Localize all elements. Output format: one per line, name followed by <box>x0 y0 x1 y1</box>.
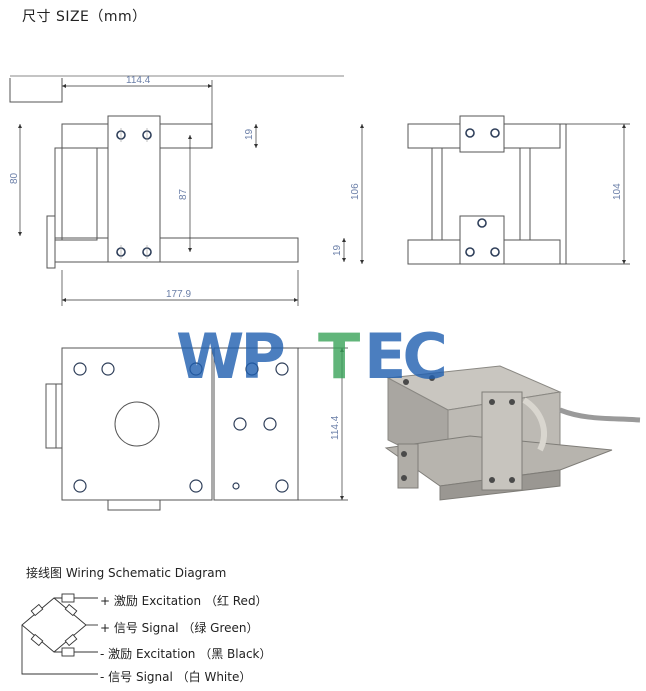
dim-side-104: 104 <box>612 183 623 200</box>
dim-plan-width: 114.4 <box>330 415 341 440</box>
dim-top-width: 114.4 <box>126 75 151 86</box>
dim-height-80: 80 <box>9 172 20 184</box>
bridge-diagram <box>21 593 98 675</box>
side-view <box>407 115 567 265</box>
size-title: 尺寸 SIZE（mm） <box>22 9 147 25</box>
dim-hole-pitch: 87 <box>178 188 189 200</box>
front-view <box>9 75 344 269</box>
plan-view <box>45 347 299 511</box>
wptec-watermark: WP T EC <box>176 320 448 393</box>
technical-drawing: 114.4 80 87 19 19 177.9 106 104 <box>9 75 641 511</box>
dim-offset-bottom: 19 <box>332 244 343 256</box>
dim-base-length: 177.9 <box>166 289 191 300</box>
svg-text:T: T <box>318 320 360 393</box>
svg-text:EC: EC <box>364 320 444 393</box>
wire-excitation-plus: + 激励 Excitation （红 Red） <box>100 594 268 608</box>
wiring-title: 接线图 Wiring Schematic Diagram <box>26 566 227 580</box>
dim-side-106: 106 <box>350 183 361 200</box>
dim-offset-top: 19 <box>244 128 255 140</box>
wire-excitation-minus: - 激励 Excitation （黑 Black） <box>100 647 272 661</box>
load-cell-module-photo <box>384 365 641 501</box>
wire-signal-minus: - 信号 Signal （白 White） <box>100 670 252 684</box>
wire-signal-plus: + 信号 Signal （绿 Green） <box>100 621 259 635</box>
svg-text:WP: WP <box>176 320 283 393</box>
